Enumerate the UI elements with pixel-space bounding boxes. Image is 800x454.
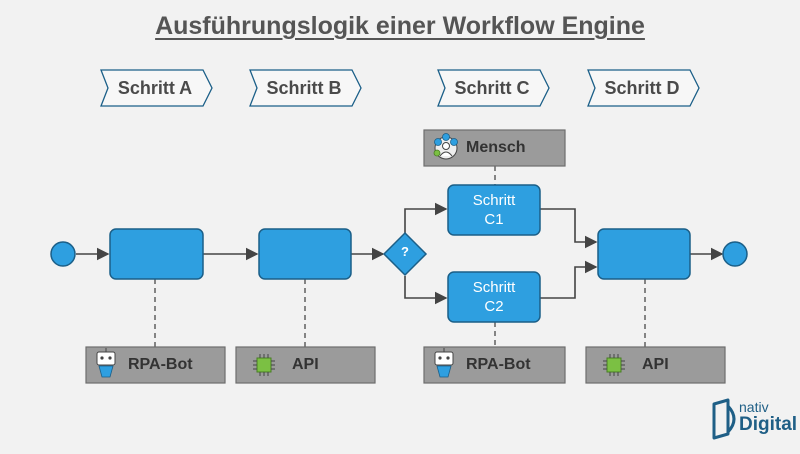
step-chevron-c (437, 69, 550, 107)
diagram-title: Ausführungslogik einer Workflow Engine (155, 12, 645, 40)
chip-icon (253, 354, 275, 376)
human-icon (433, 133, 458, 160)
task-c1-label-line2: C1 (484, 211, 504, 228)
task-c2-label-line1: Schritt (472, 279, 516, 296)
flow-c2-to-d (540, 260, 598, 299)
step-chevron-a (100, 69, 213, 107)
task-c2 (447, 271, 541, 323)
end-event (722, 241, 748, 267)
step-label-d: Schritt D (604, 78, 680, 98)
task-c2-label-line2: C2 (484, 298, 504, 315)
gateway-label: ? (401, 244, 409, 259)
resource-label-human: Mensch (466, 139, 526, 156)
task-c1-label: Schritt C1 (448, 191, 540, 229)
task-a (109, 228, 204, 280)
sequence-flows (76, 202, 724, 305)
resource-label-bot-a: RPA-Bot (128, 356, 193, 373)
robot-icon (96, 348, 116, 378)
step-chevron-b (249, 69, 362, 107)
step-label-b: Schritt B (266, 78, 342, 98)
task-c1 (447, 184, 541, 236)
step-chevron-d (587, 69, 700, 107)
step-label-a: Schritt A (117, 78, 193, 98)
flow-c1-to-d (540, 208, 598, 249)
exclusive-gateway (382, 231, 428, 277)
resource-label-bot-c: RPA-Bot (466, 356, 531, 373)
association-lines (154, 166, 646, 347)
step-label-c: Schritt C (454, 78, 530, 98)
flow-gateway-to-c1 (404, 202, 448, 234)
task-b (258, 228, 352, 280)
logo-text-line1: nativ (739, 399, 769, 415)
task-boxes (109, 184, 691, 323)
task-d (597, 228, 691, 280)
logo-text-line2: Digital (739, 414, 798, 435)
robot-icon (434, 348, 454, 378)
resource-label-api-b: API (292, 356, 319, 373)
start-event (50, 241, 76, 267)
step-chevrons (100, 69, 700, 107)
task-c2-label: Schritt C2 (448, 278, 540, 316)
task-c1-label-line1: Schritt (472, 192, 516, 209)
logo-mark (712, 398, 736, 440)
flow-gateway-to-c2 (404, 276, 448, 305)
chip-icon (603, 354, 625, 376)
resource-label-api-d: API (642, 356, 669, 373)
